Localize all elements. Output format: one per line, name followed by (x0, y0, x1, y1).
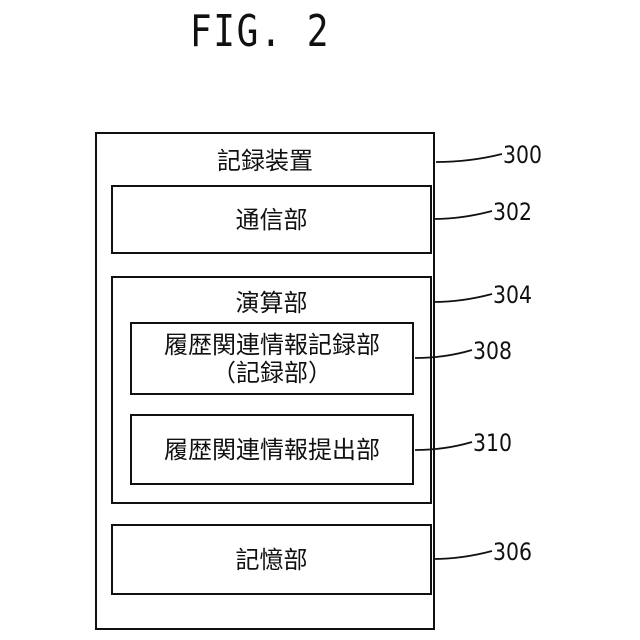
ref-306: 306 (493, 538, 532, 566)
ref-310: 310 (473, 429, 512, 457)
ref-300: 300 (503, 141, 542, 169)
history-submission-unit-box: 履歴関連情報提出部 (130, 414, 414, 485)
figure-title: FIG. 2 (47, 6, 473, 57)
leader-line-306 (433, 551, 492, 559)
leader-line-300 (436, 154, 502, 162)
leader-line-302 (433, 211, 492, 219)
history-recording-unit-text: 履歴関連情報記録部 （記録部） (132, 324, 412, 393)
history-recording-unit-alias: （記録部） (212, 359, 332, 387)
storage-unit-box: 記憶部 (111, 524, 432, 595)
leader-line-304 (433, 294, 492, 302)
communication-unit-box: 通信部 (111, 185, 432, 254)
ref-302: 302 (493, 198, 532, 226)
ref-308: 308 (473, 337, 512, 365)
ref-304: 304 (493, 281, 532, 309)
computation-unit-label: 演算部 (113, 288, 430, 318)
recording-device-label: 記録装置 (97, 146, 433, 176)
history-recording-unit-label: 履歴関連情報記録部 (164, 331, 380, 359)
history-recording-unit-box: 履歴関連情報記録部 （記録部） (130, 322, 414, 395)
history-submission-unit-label: 履歴関連情報提出部 (132, 416, 412, 483)
storage-unit-label: 記憶部 (113, 526, 430, 593)
communication-unit-label: 通信部 (113, 187, 430, 252)
